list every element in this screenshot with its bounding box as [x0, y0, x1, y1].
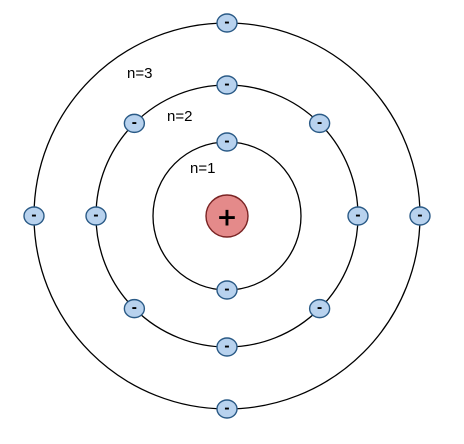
shell-label-n3: n=3: [127, 65, 152, 82]
electron-sign: -: [224, 16, 229, 31]
electron: -: [123, 298, 146, 319]
electron-circle: [216, 280, 238, 300]
electron-sign: -: [355, 209, 360, 224]
electron-sign: -: [224, 135, 229, 150]
shell-label-n1: n=1: [190, 160, 215, 177]
electron-sign: -: [132, 301, 137, 316]
electron-circle: [347, 206, 369, 226]
electron-sign: -: [317, 301, 322, 316]
nucleus: +: [205, 194, 249, 238]
electron-sign: -: [224, 283, 229, 298]
electron: -: [216, 280, 238, 300]
electron-sign: -: [224, 402, 229, 417]
electron-circle: [216, 75, 238, 95]
electron: -: [85, 206, 107, 226]
electron-circle: [23, 206, 45, 226]
electron-sign: -: [31, 209, 36, 224]
electron-circle: [216, 399, 238, 419]
electron-circle: [123, 113, 146, 134]
electron: -: [409, 206, 431, 226]
electron-circle: [85, 206, 107, 226]
electron: -: [216, 399, 238, 419]
electron-circle: [216, 132, 238, 152]
electron-sign: -: [93, 209, 98, 224]
electron: -: [216, 337, 238, 357]
shell-label-n2: n=2: [167, 108, 192, 125]
electrons: - - - - - - - - - - - - - -: [23, 13, 431, 419]
electron-sign: -: [224, 78, 229, 93]
electron-circle: [308, 298, 331, 319]
electron: -: [347, 206, 369, 226]
nucleus-circle: [205, 194, 249, 238]
nucleus-sign: +: [217, 203, 238, 232]
electron-sign: -: [417, 209, 422, 224]
electron: -: [308, 298, 331, 319]
electron: -: [23, 206, 45, 226]
electron-circle: [216, 337, 238, 357]
electron: -: [216, 132, 238, 152]
electron-circle: [216, 13, 238, 33]
electron: -: [123, 113, 146, 134]
electron-circle: [409, 206, 431, 226]
electron-sign: -: [317, 116, 322, 131]
electron-circle: [308, 113, 331, 134]
electron-sign: -: [224, 340, 229, 355]
electron-circle: [123, 298, 146, 319]
electron: -: [308, 113, 331, 134]
electron: -: [216, 75, 238, 95]
electron: -: [216, 13, 238, 33]
electron-sign: -: [132, 116, 137, 131]
